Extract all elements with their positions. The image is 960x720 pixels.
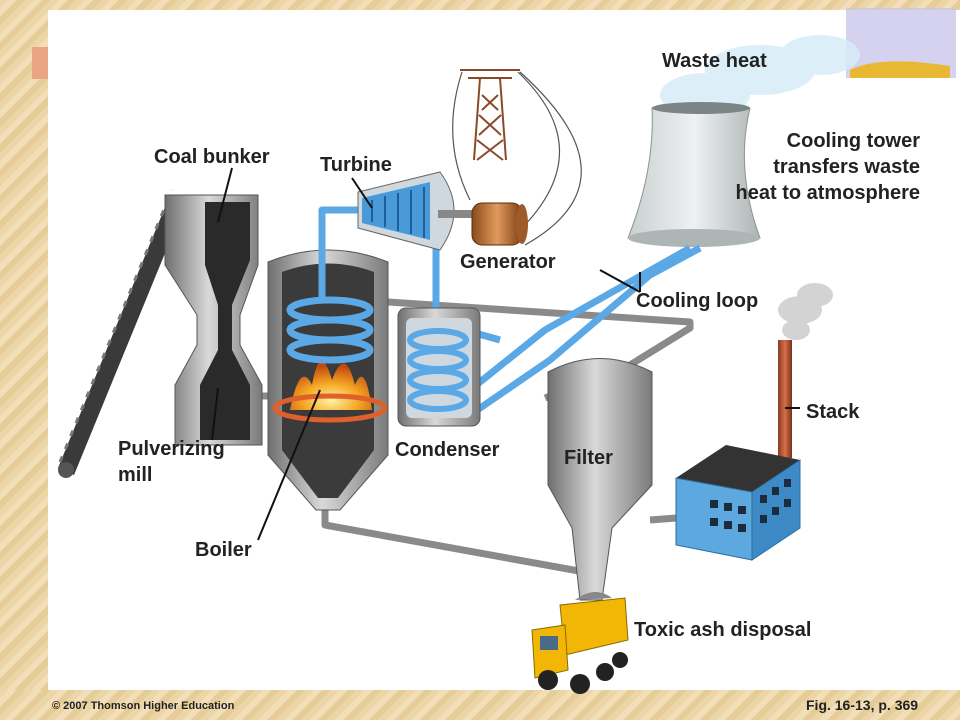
label-waste-heat: Waste heat — [662, 50, 767, 72]
label-cooling-loop: Cooling loop — [636, 290, 759, 312]
label-filter: Filter — [564, 447, 613, 469]
accent-block — [32, 47, 48, 79]
leader-lines — [211, 167, 800, 541]
copyright-notice: © 2007 Thomson Higher Education — [52, 700, 235, 712]
label-boiler: Boiler — [195, 539, 252, 561]
decorative-border-bottom — [0, 690, 960, 720]
dump-truck — [531, 591, 629, 694]
factory-building — [675, 445, 801, 561]
stack — [778, 283, 833, 458]
condenser — [397, 307, 481, 427]
decorative-border-left — [0, 0, 48, 720]
label-coal-bunker: Coal bunker — [154, 146, 270, 168]
cooling-tower — [627, 102, 761, 247]
filter — [547, 358, 653, 601]
label-cooling-tower: Cooling tower transfers waste heat to at… — [735, 130, 920, 204]
transmission-tower — [452, 69, 582, 246]
figure-reference: Fig. 16-13, p. 369 — [806, 697, 919, 713]
coal-bunker — [164, 194, 263, 446]
corner-decoration — [846, 8, 956, 78]
label-toxic-ash-disposal: Toxic ash disposal — [634, 619, 812, 641]
label-condenser: Condenser — [395, 439, 500, 461]
conveyor-belt — [58, 189, 186, 478]
turbine — [357, 171, 474, 251]
label-generator: Generator — [460, 251, 556, 273]
label-stack: Stack — [806, 401, 860, 423]
generator — [471, 202, 528, 246]
decorative-border-top — [0, 0, 960, 10]
label-turbine: Turbine — [320, 154, 392, 176]
label-pulverizing-mill: Pulverizing mill — [118, 438, 225, 486]
